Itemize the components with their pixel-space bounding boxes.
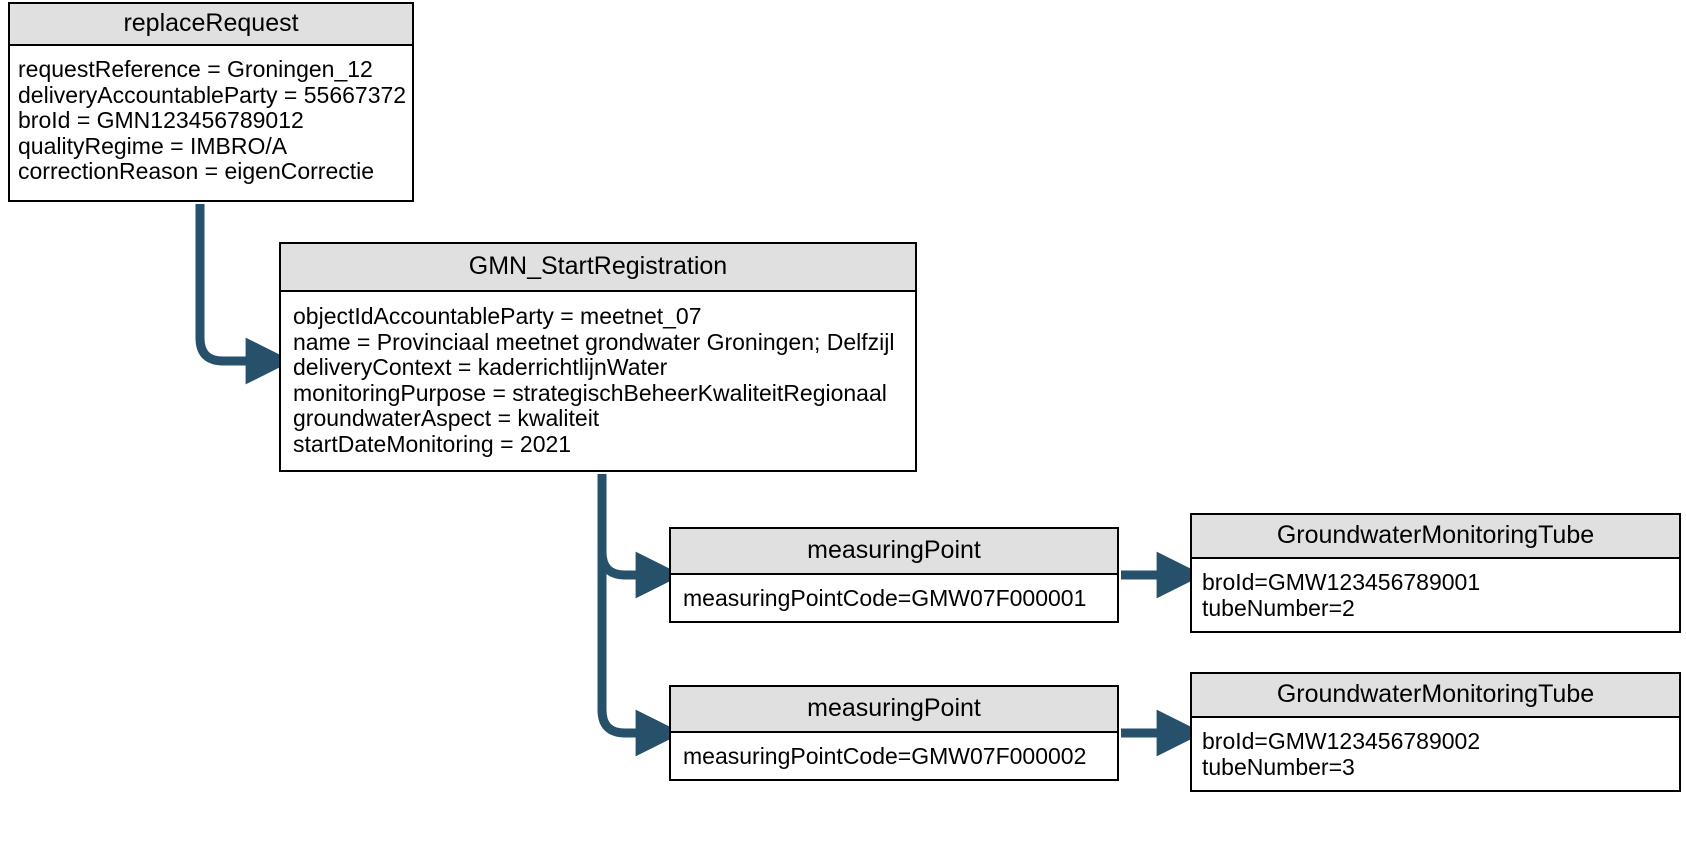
node-replace-request-title: replaceRequest	[10, 4, 412, 46]
node-measuring-point-1[interactable]: measuringPoint measuringPointCode=GMW07F…	[669, 527, 1119, 623]
node-measuring-point-2[interactable]: measuringPoint measuringPointCode=GMW07F…	[669, 685, 1119, 781]
node-measuring-point-2-title: measuringPoint	[671, 687, 1117, 733]
node-replace-request-body: requestReference = Groningen_12 delivery…	[10, 46, 412, 193]
attribute-line: tubeNumber=3	[1202, 753, 1355, 780]
node-groundwater-monitoring-tube-2-body: broId=GMW123456789002 tubeNumber=3	[1192, 718, 1679, 780]
node-groundwater-monitoring-tube-1-title: GroundwaterMonitoringTube	[1192, 515, 1679, 559]
attribute-line: broId = GMN123456789012	[18, 107, 304, 133]
node-measuring-point-1-title: measuringPoint	[671, 529, 1117, 575]
node-groundwater-monitoring-tube-1[interactable]: GroundwaterMonitoringTube broId=GMW12345…	[1190, 513, 1681, 633]
attribute-line: startDateMonitoring = 2021	[293, 430, 572, 457]
attribute-line: broId=GMW123456789001	[1202, 569, 1481, 595]
node-measuring-point-2-body: measuringPointCode=GMW07F000002	[671, 733, 1117, 770]
attribute-line: correctionReason = eigenCorrectie	[18, 158, 375, 184]
node-groundwater-monitoring-tube-2[interactable]: GroundwaterMonitoringTube broId=GMW12345…	[1190, 672, 1681, 792]
attribute-line: name = Provinciaal meetnet grondwater Gr…	[293, 328, 895, 355]
node-gmn-start-registration[interactable]: GMN_StartRegistration objectIdAccountabl…	[279, 242, 917, 472]
attribute-line: monitoringPurpose = strategischBeheerKwa…	[293, 379, 887, 406]
node-measuring-point-1-body: measuringPointCode=GMW07F000001	[671, 575, 1117, 612]
attribute-line: objectIdAccountableParty = meetnet_07	[293, 303, 702, 329]
connector-replace-request-to-gmn-start-registration	[195, 204, 293, 385]
attribute-line: measuringPointCode=GMW07F000001	[683, 585, 1087, 611]
attribute-line: tubeNumber=2	[1202, 594, 1355, 621]
connector-gmn-start-registration-to-measuring-point-2	[597, 552, 683, 757]
node-groundwater-monitoring-tube-2-title: GroundwaterMonitoringTube	[1192, 674, 1679, 718]
attribute-line: deliveryAccountableParty = 55667372	[18, 81, 407, 108]
attribute-line: measuringPointCode=GMW07F000002	[683, 743, 1087, 769]
attribute-line: qualityRegime = IMBRO/A	[18, 132, 288, 159]
node-gmn-start-registration-title: GMN_StartRegistration	[281, 244, 915, 292]
node-gmn-start-registration-body: objectIdAccountableParty = meetnet_07 na…	[281, 292, 915, 457]
attribute-line: groundwaterAspect = kwaliteit	[293, 405, 600, 431]
attribute-line: broId=GMW123456789002	[1202, 728, 1481, 754]
connector-gmn-start-registration-to-measuring-point-1	[597, 474, 683, 599]
node-replace-request[interactable]: replaceRequest requestReference = Gronin…	[8, 2, 414, 202]
attribute-line: requestReference = Groningen_12	[18, 56, 373, 82]
attribute-line: deliveryContext = kaderrichtlijnWater	[293, 354, 668, 380]
node-groundwater-monitoring-tube-1-body: broId=GMW123456789001 tubeNumber=2	[1192, 559, 1679, 621]
